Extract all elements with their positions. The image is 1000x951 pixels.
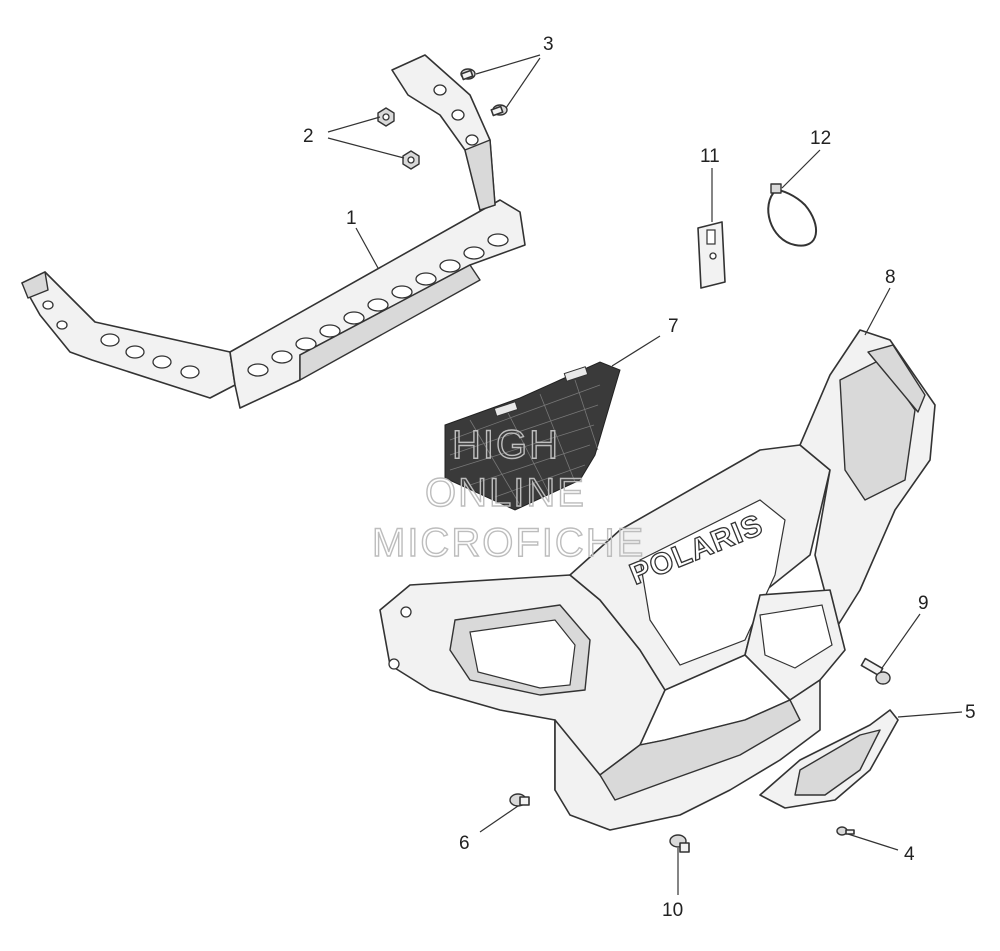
callout-2[interactable]: 2 bbox=[303, 126, 314, 147]
clip-part-11[interactable] bbox=[697, 221, 726, 289]
rivet-part-10[interactable] bbox=[669, 834, 690, 853]
skid-panel-part-5[interactable] bbox=[759, 709, 899, 809]
callout-10[interactable]: 10 bbox=[662, 900, 683, 921]
bolt-part-9[interactable] bbox=[860, 657, 891, 685]
screw-part-4[interactable] bbox=[836, 826, 855, 836]
callout-12[interactable]: 12 bbox=[810, 128, 831, 149]
svg-text:HIGH: HIGH bbox=[452, 423, 560, 467]
callout-9[interactable]: 9 bbox=[918, 593, 929, 614]
svg-text:MICROFICHE: MICROFICHE bbox=[372, 521, 645, 565]
callout-7[interactable]: 7 bbox=[668, 316, 679, 337]
callout-3[interactable]: 3 bbox=[543, 34, 554, 55]
grille-part-7[interactable] bbox=[444, 361, 621, 511]
bumper-brace-part-1[interactable] bbox=[21, 54, 526, 409]
callout-11[interactable]: 11 bbox=[700, 146, 720, 167]
front-fascia-part-8[interactable]: POLARIS bbox=[379, 329, 936, 831]
bumper-brace-holes bbox=[42, 84, 509, 379]
screw-part-3[interactable] bbox=[460, 68, 508, 117]
svg-text:ONLINE: ONLINE bbox=[425, 471, 586, 515]
callout-4[interactable]: 4 bbox=[904, 844, 915, 865]
nut-part-2[interactable] bbox=[377, 107, 420, 170]
callout-5[interactable]: 5 bbox=[965, 702, 976, 723]
callout-8[interactable]: 8 bbox=[885, 267, 896, 288]
leader-lines bbox=[327, 54, 963, 895]
push-rivet-part-6[interactable] bbox=[509, 793, 530, 807]
watermark: HIGH ONLINE MICROFICHE bbox=[371, 422, 645, 565]
callout-numbers: 1 2 3 4 5 6 7 8 9 10 11 12 bbox=[303, 34, 976, 921]
cable-tie-part-12[interactable] bbox=[767, 183, 818, 247]
callout-1[interactable]: 1 bbox=[346, 208, 357, 229]
callout-6[interactable]: 6 bbox=[459, 833, 470, 854]
